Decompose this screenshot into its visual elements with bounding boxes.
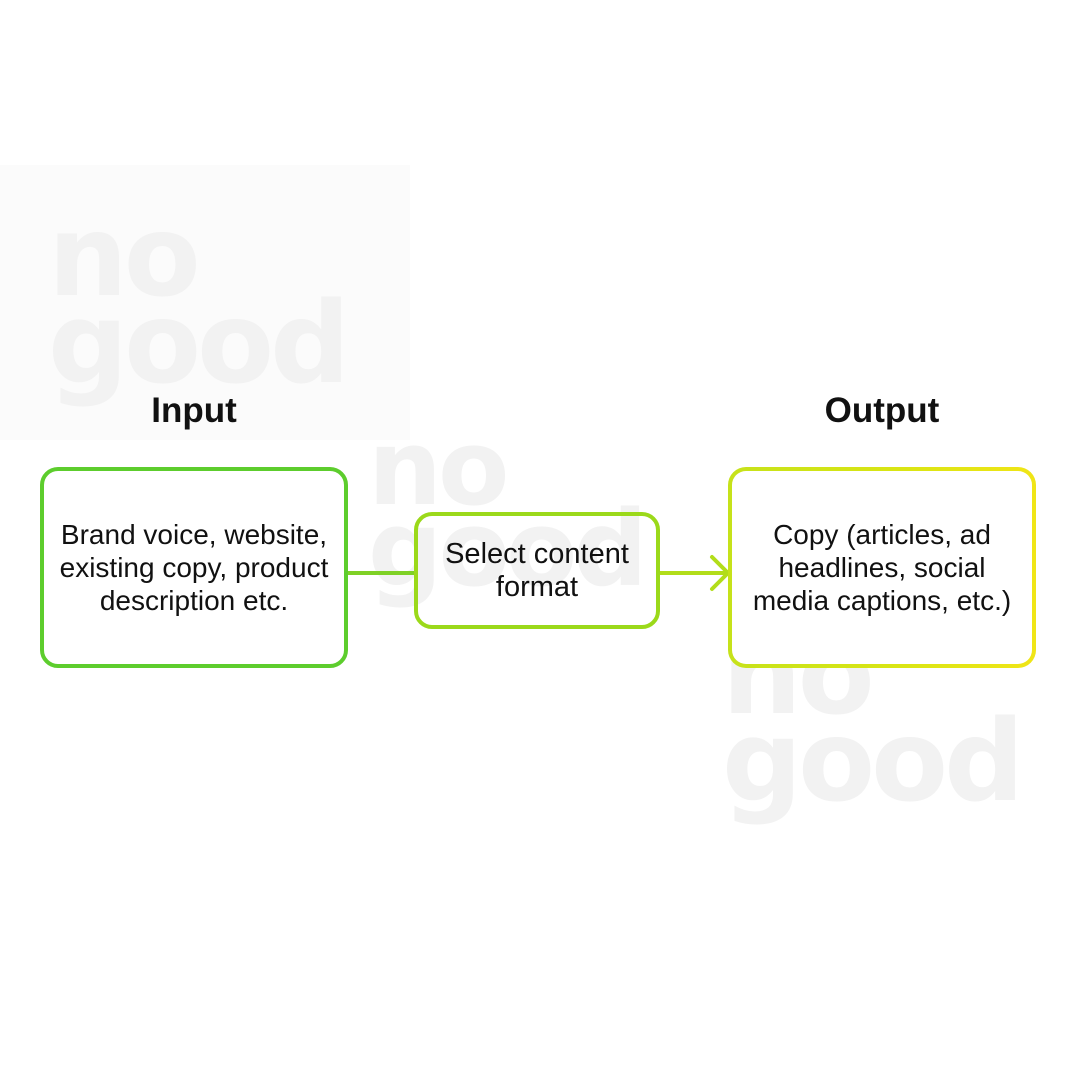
output-box: Copy (articles, ad headlines, social med… xyxy=(728,467,1036,668)
input-heading: Input xyxy=(151,391,237,430)
process-box-text: Select content format xyxy=(445,537,629,603)
output-heading: Output xyxy=(824,391,940,430)
watermark-logo: no good xyxy=(48,192,350,410)
process-box: Select content format xyxy=(414,512,660,629)
input-box: Brand voice, website, existing copy, pro… xyxy=(40,467,348,668)
input-box-text: Brand voice, website, existing copy, pro… xyxy=(59,519,329,616)
arrowhead-icon xyxy=(710,555,730,591)
watermark-panel xyxy=(0,165,410,440)
output-box-text: Copy (articles, ad headlines, social med… xyxy=(752,519,1012,616)
